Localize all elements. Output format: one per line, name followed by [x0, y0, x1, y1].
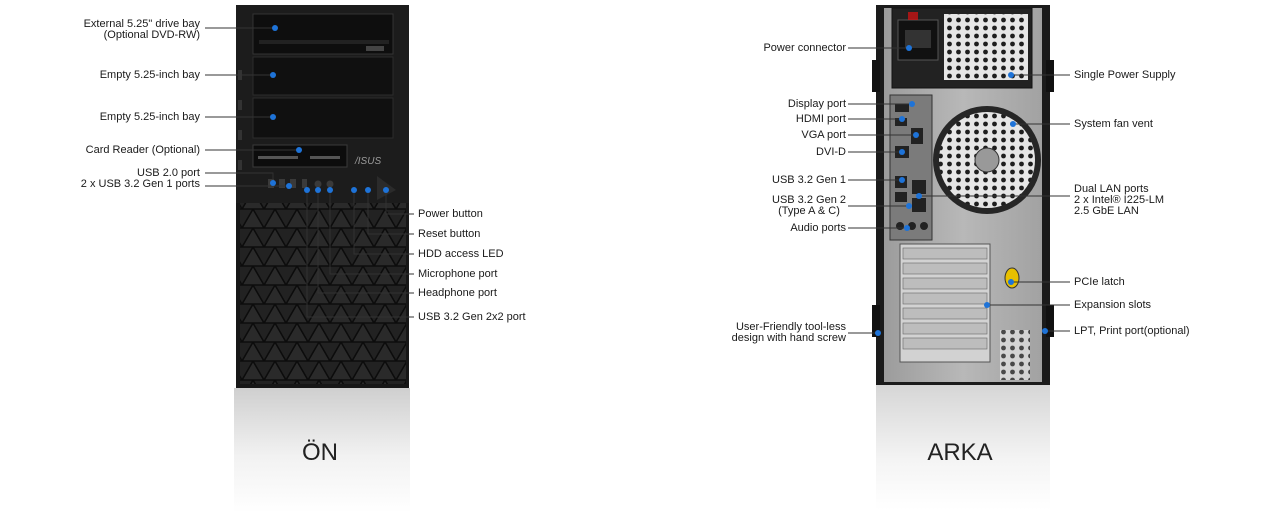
- front-tower: /ISUS: [234, 5, 410, 513]
- label-hdd-led: HDD access LED: [418, 248, 504, 260]
- asus-logo: /ISUS: [354, 156, 381, 167]
- label-lpt-port: LPT, Print port(optional): [1074, 325, 1190, 337]
- label-headphone-port: Headphone port: [418, 287, 497, 299]
- label-microphone-port: Microphone port: [418, 268, 498, 280]
- front-caption: ÖN: [302, 439, 338, 466]
- expansion-slot-covers: [899, 243, 991, 363]
- label-usb-gen2: USB 3.2 Gen 2(Type A & C): [772, 194, 846, 217]
- label-power-connector: Power connector: [763, 42, 846, 54]
- front-bay-3: [252, 97, 394, 139]
- label-dvi-d: DVI-D: [816, 146, 846, 158]
- front-bay-2: [252, 56, 394, 96]
- rear-reflection: [876, 385, 1050, 510]
- label-audio-ports: Audio ports: [790, 222, 846, 234]
- label-pcie-latch: PCIe latch: [1074, 276, 1125, 288]
- label-expansion-slots: Expansion slots: [1074, 299, 1152, 311]
- callout-dots: [270, 25, 1048, 336]
- label-ext-drive-bay: External 5.25" drive bay(Optional DVD-RW…: [83, 18, 200, 41]
- io-shield: [889, 94, 933, 241]
- label-display-port: Display port: [787, 98, 846, 110]
- label-power-button: Power button: [418, 208, 483, 220]
- rear-tower: [872, 5, 1054, 510]
- label-empty-bay-1: Empty 5.25-inch bay: [99, 69, 200, 81]
- pcie-latch-shape: [1004, 267, 1020, 289]
- label-fan-vent: System fan vent: [1074, 118, 1153, 130]
- label-usb-gen2x2: USB 3.2 Gen 2x2 port: [418, 311, 526, 323]
- front-mesh: [240, 203, 406, 384]
- psu-grille: [944, 14, 1028, 80]
- label-hdmi-port: HDMI port: [795, 113, 846, 125]
- label-single-psu: Single Power Supply: [1074, 69, 1176, 81]
- leader-lines: [205, 27, 1070, 334]
- label-usb-gen1: USB 3.2 Gen 1: [772, 174, 846, 186]
- label-reset-button: Reset button: [418, 228, 481, 240]
- label-empty-bay-2: Empty 5.25-inch bay: [99, 111, 200, 123]
- rear-caption: ARKA: [927, 439, 992, 466]
- front-reflection: [234, 388, 410, 513]
- card-reader-panel: [252, 144, 348, 168]
- label-vga-port: VGA port: [801, 129, 846, 141]
- label-card-reader: Card Reader (Optional): [85, 144, 200, 156]
